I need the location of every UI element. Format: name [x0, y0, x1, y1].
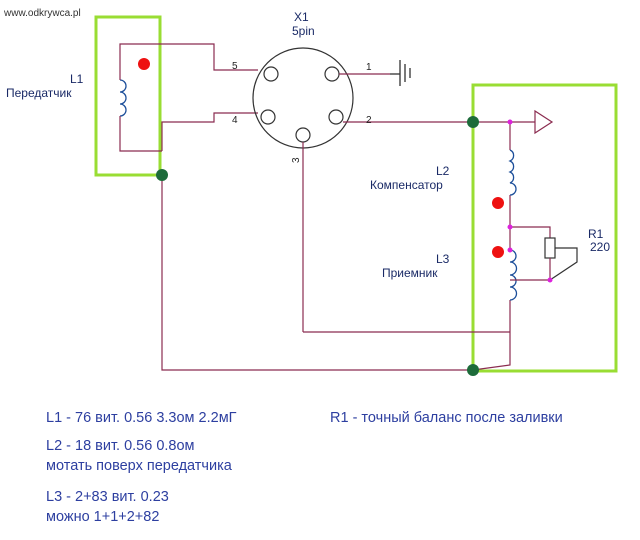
pin-1	[324, 66, 340, 82]
watermark: www.odkrywca.pl	[4, 8, 81, 19]
r1-resistor	[510, 226, 578, 281]
l3-name: Приемник	[382, 266, 438, 280]
l1-ref: L1	[70, 72, 84, 86]
l1-name: Передатчик	[6, 86, 72, 100]
pin-5	[263, 66, 279, 82]
pin-number-5: 5	[232, 61, 238, 72]
pin-number-4: 4	[232, 115, 238, 126]
pin-numbers: 5 4 1 2 3	[232, 61, 372, 163]
l2-coil	[508, 149, 517, 196]
connector-type: 5pin	[292, 24, 315, 38]
note-l2: L2 - 18 вит. 0.56 0.8ом	[46, 438, 195, 454]
l3-polarity-dot	[492, 246, 504, 258]
return-wires	[161, 121, 535, 371]
pin-3	[295, 127, 311, 143]
l2-polarity-dot	[492, 197, 504, 209]
pin-2	[328, 109, 344, 125]
ground-icon	[390, 60, 411, 86]
l3-ref: L3	[436, 252, 450, 266]
l2-ref: L2	[436, 164, 450, 178]
note-r1: R1 - точный баланс после заливки	[330, 410, 563, 426]
note-l1: L1 - 76 вит. 0.56 3.3ом 2.2мГ	[46, 410, 237, 426]
l1-polarity-dot	[138, 58, 150, 70]
pin-4	[260, 109, 276, 125]
junction-dots	[507, 119, 553, 283]
node-l1-return	[156, 169, 168, 181]
note-l2-extra: мотать поверх передатчика	[46, 458, 232, 474]
connector-ref: X1	[294, 10, 309, 24]
pin-leads	[302, 73, 473, 332]
l3-coil	[509, 249, 518, 301]
l1-coil	[119, 79, 127, 117]
pin-number-3: 3	[291, 157, 302, 163]
note-l3: L3 - 2+83 вит. 0.23	[46, 489, 169, 505]
r1-value: 220	[590, 240, 611, 254]
connector-x1	[252, 47, 354, 149]
r1-ref: R1	[588, 227, 604, 241]
l1-frame	[119, 43, 258, 152]
l2-name: Компенсатор	[370, 178, 443, 192]
note-l3-extra: можно 1+1+2+82	[46, 509, 160, 525]
pin-number-2: 2	[366, 115, 372, 126]
receiver-highlight-box	[471, 83, 618, 373]
pin-number-1: 1	[366, 62, 372, 73]
node-output	[467, 116, 479, 128]
node-ground-return	[467, 364, 479, 376]
transmitter-highlight-box	[94, 15, 162, 177]
output-arrow-icon	[534, 109, 554, 135]
